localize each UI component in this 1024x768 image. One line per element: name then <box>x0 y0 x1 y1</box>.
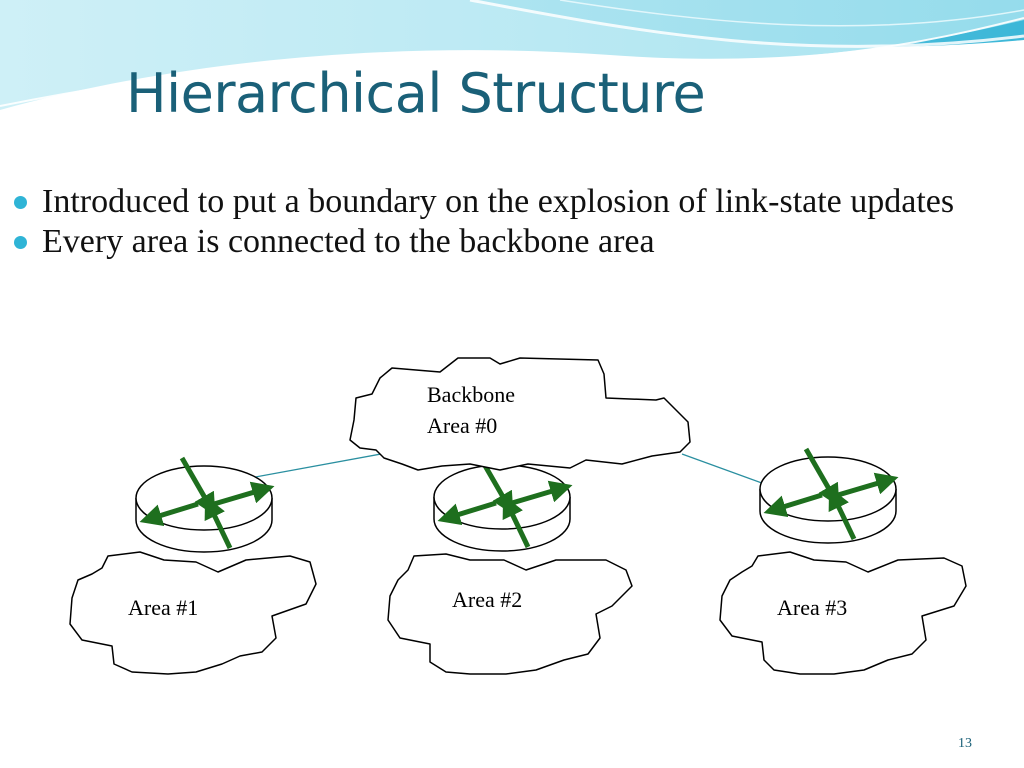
area-2-cloud <box>387 553 633 675</box>
bullet-text: Introduced to put a boundary on the expl… <box>42 183 955 220</box>
area-1-label: Area #1 <box>128 595 198 620</box>
slide-title: Hierarchical Structure <box>126 62 706 125</box>
page-number: 13 <box>958 736 972 751</box>
bullet-dot-icon <box>14 196 27 209</box>
link-backbone-area3 <box>681 453 771 487</box>
backbone-label-line2: Area #0 <box>427 413 497 438</box>
router-icon <box>760 449 896 543</box>
bullet-item: Introduced to put a boundary on the expl… <box>14 183 974 220</box>
bullet-list: Introduced to put a boundary on the expl… <box>14 183 974 266</box>
area-3-label: Area #3 <box>777 595 847 620</box>
router-icon <box>434 457 570 551</box>
link-backbone-area1 <box>249 451 393 479</box>
area-2-label: Area #2 <box>452 587 522 612</box>
bullet-item: Every area is connected to the backbone … <box>14 223 974 260</box>
backbone-cloud <box>349 357 691 471</box>
router-icon <box>136 458 272 552</box>
backbone-label-line1: Backbone <box>427 382 515 407</box>
area-1-cloud <box>69 551 317 675</box>
bullet-dot-icon <box>14 236 27 249</box>
area-3-cloud <box>719 551 967 675</box>
bullet-text: Every area is connected to the backbone … <box>42 223 655 260</box>
